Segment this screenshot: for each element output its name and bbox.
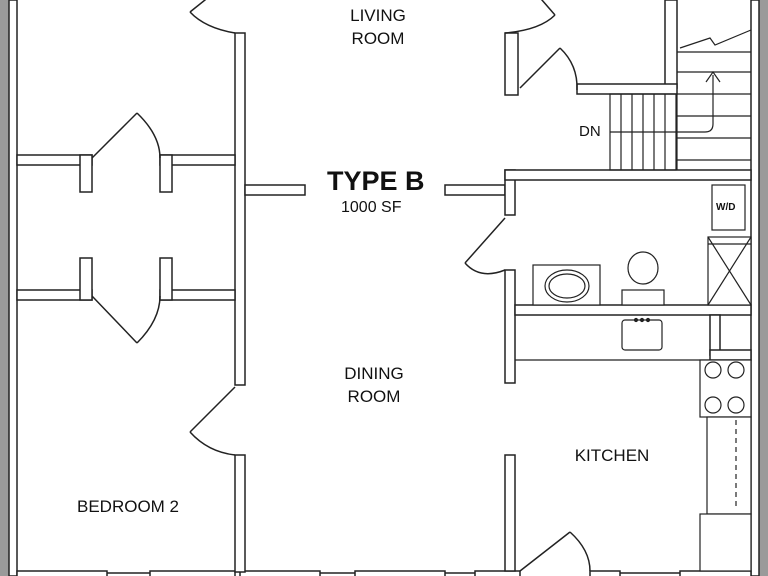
washer-dryer-label: W/D	[716, 202, 736, 213]
room-label-dining: DINING ROOM	[344, 364, 404, 406]
refrigerator	[706, 416, 752, 515]
stair-down-label: DN	[579, 123, 601, 140]
stairs	[609, 29, 752, 171]
unit-area: 1000 SF	[341, 199, 402, 216]
room-label-bedroom-2: BEDROOM 2	[76, 497, 180, 516]
interior-walls	[16, 0, 752, 573]
floor-area	[15, 0, 753, 576]
toilet-tank	[621, 289, 665, 306]
pantry	[699, 513, 752, 572]
door-swings	[91, 0, 591, 572]
washer-dryer	[711, 184, 746, 231]
toilet-bowl	[627, 251, 659, 285]
kitchen-sink	[621, 319, 663, 351]
kitchen-fixtures	[515, 317, 752, 572]
bathroom-fixtures	[532, 184, 752, 306]
room-label-living: LIVING ROOM	[350, 6, 406, 48]
room-label-kitchen: KITCHEN	[574, 446, 650, 465]
unit-type-title: TYPE B	[327, 166, 425, 196]
